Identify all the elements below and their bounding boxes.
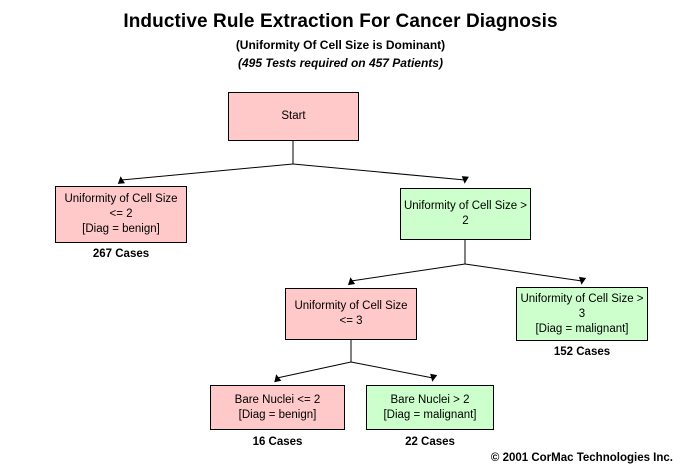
node-start[interactable]: Start xyxy=(228,92,359,141)
node-cell-size-le-2-line-1: Uniformity of Cell Size xyxy=(64,193,178,205)
node-cell-size-le-3-line-1: Uniformity of Cell Size xyxy=(294,300,408,312)
node-cell-size-gt-3-line-3: [Diag = malignant] xyxy=(535,322,629,335)
node-cell-size-le-3[interactable]: Uniformity of Cell Size <= 3 xyxy=(285,288,417,340)
case-label-cell-size-gt-3: 152 Cases xyxy=(553,346,611,358)
node-bare-nuclei-gt-2[interactable]: Bare Nuclei > 2 [Diag = malignant] xyxy=(366,385,494,430)
edge-start-to-cellsize-gt2 xyxy=(292,163,469,184)
diagram-subtitle-dominant: (Uniformity Of Cell Size is Dominant) xyxy=(235,38,446,52)
case-label-bare-nuclei-gt-2: 22 Cases xyxy=(405,436,455,448)
edge-cellsize-le3-to-nuclei-le2 xyxy=(274,361,352,383)
node-cell-size-le-2-line-2: <= 2 xyxy=(109,208,133,220)
edge-cellsize-gt2-to-le3 xyxy=(347,263,466,286)
node-cell-size-le-2-line-3: [Diag = benign] xyxy=(82,223,160,235)
case-label-bare-nuclei-le-2: 16 Cases xyxy=(252,436,303,448)
diagram-subtitle-tests: (495 Tests required on 457 Patients) xyxy=(238,56,443,70)
node-cell-size-gt-3-line-2: 3 xyxy=(578,307,586,320)
node-bare-nuclei-gt-2-line-1: Bare Nuclei > 2 xyxy=(390,393,470,406)
node-bare-nuclei-gt-2-line-2: [Diag = malignant] xyxy=(383,408,477,421)
edge-start-to-cellsize-le2 xyxy=(117,163,294,184)
edge-cellsize-le3-to-nuclei-gt2 xyxy=(350,361,438,382)
case-label-cell-size-le-2: 267 Cases xyxy=(92,248,150,260)
diagram-title: Inductive Rule Extraction For Cancer Dia… xyxy=(123,11,558,32)
node-cell-size-gt-2-line-2: 2 xyxy=(462,215,469,227)
copyright-notice: © 2001 CorMac Technologies Inc. xyxy=(490,452,673,464)
node-cell-size-le-3-line-2: <= 3 xyxy=(339,315,363,327)
node-bare-nuclei-le-2-line-1: Bare Nuclei <= 2 xyxy=(234,393,321,406)
node-cell-size-le-2[interactable]: Uniformity of Cell Size <= 2 [Diag = ben… xyxy=(55,186,187,243)
node-bare-nuclei-le-2[interactable]: Bare Nuclei <= 2 [Diag = benign] xyxy=(210,385,345,430)
node-start-line-1: Start xyxy=(281,110,306,122)
node-cell-size-gt-2-line-1: Uniformity of Cell Size > xyxy=(403,200,528,212)
edge-cellsize-gt2-to-gt3 xyxy=(464,263,587,285)
node-bare-nuclei-le-2-line-2: [Diag = benign] xyxy=(238,408,317,421)
node-cell-size-gt-2[interactable]: Uniformity of Cell Size > 2 xyxy=(400,188,531,240)
node-cell-size-gt-3[interactable]: Uniformity of Cell Size > 3 [Diag = mali… xyxy=(516,287,648,341)
node-cell-size-gt-3-line-1: Uniformity of Cell Size > xyxy=(520,292,644,305)
